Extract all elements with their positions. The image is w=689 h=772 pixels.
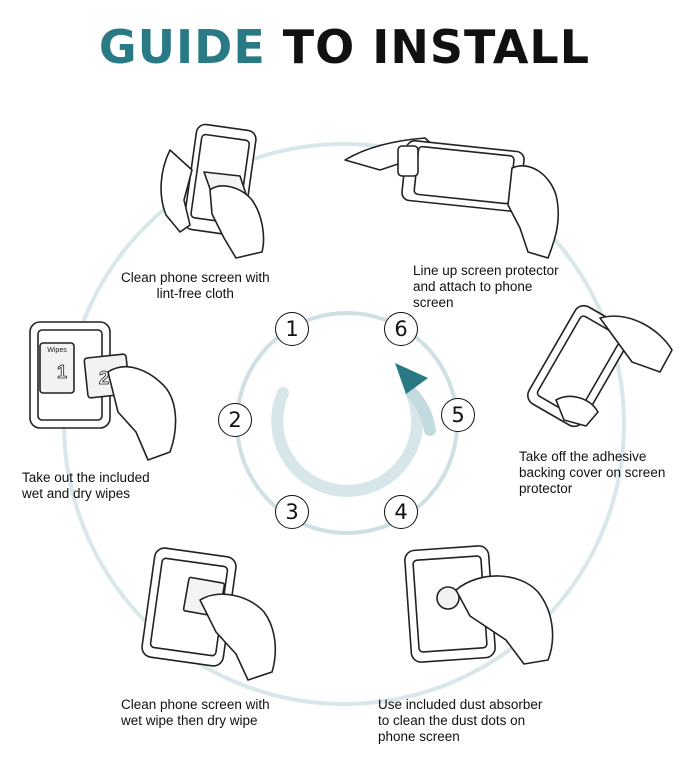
wipe-dry-number: 2 — [99, 368, 109, 388]
step-5-line-1: Take off the adhesive — [519, 449, 647, 464]
step-4-caption: Use included dust absorber to clean the … — [378, 697, 542, 745]
step-3-line-2: wet wipe then dry wipe — [121, 713, 258, 728]
step-number-5: 5 — [441, 398, 475, 432]
step-4-line-1: Use included dust absorber — [378, 697, 543, 712]
cycle-arrow-icon — [271, 363, 436, 497]
hand-wipes-icon — [29, 321, 177, 461]
step-3-line-1: Clean phone screen with — [121, 697, 270, 712]
step-6-caption: Line up screen protector and attach to p… — [413, 263, 559, 311]
hand-wipe-icon — [141, 547, 277, 681]
step-2-line-2: wet and dry wipes — [22, 486, 131, 501]
hand-backing-icon — [527, 304, 673, 428]
step-5-caption: Take off the adhesive backing cover on s… — [519, 449, 665, 497]
step-2-line-1: Take out the included — [22, 470, 150, 485]
step-number-6: 6 — [384, 312, 418, 346]
hand-absorber-icon — [404, 545, 554, 665]
step-3-caption: Clean phone screen with wet wipe then dr… — [121, 697, 270, 729]
step-1-line-1: Clean phone screen with — [121, 270, 270, 285]
step-5-line-2: backing cover on screen — [519, 465, 666, 480]
step-number-1: 1 — [275, 312, 309, 346]
title-highlight: GUIDE — [98, 20, 266, 74]
step-5-line-3: protector — [519, 481, 573, 496]
page-title: GUIDE TO INSTALL — [0, 20, 689, 74]
step-2-caption: Take out the included wet and dry wipes — [22, 470, 150, 502]
step-4-line-3: phone screen — [378, 729, 460, 744]
step-number-2: 2 — [218, 403, 252, 437]
step-1-caption: Clean phone screen with lint-free cloth — [121, 270, 270, 302]
step-1-line-2: lint-free cloth — [156, 286, 234, 301]
step-number-3: 3 — [275, 495, 309, 529]
hands-align-icon — [344, 137, 560, 259]
step-6-line-2: and attach to phone — [413, 279, 533, 294]
wipes-label: Wipes — [47, 347, 67, 354]
step-number-4: 4 — [384, 495, 418, 529]
step-6-line-1: Line up screen protector — [413, 263, 559, 278]
wipe-wet-number: 1 — [57, 362, 67, 382]
title-rest: TO INSTALL — [265, 20, 591, 74]
hand-cloth-icon — [160, 123, 265, 259]
step-4-line-2: to clean the dust dots on — [378, 713, 526, 728]
step-6-line-3: screen — [413, 295, 454, 310]
